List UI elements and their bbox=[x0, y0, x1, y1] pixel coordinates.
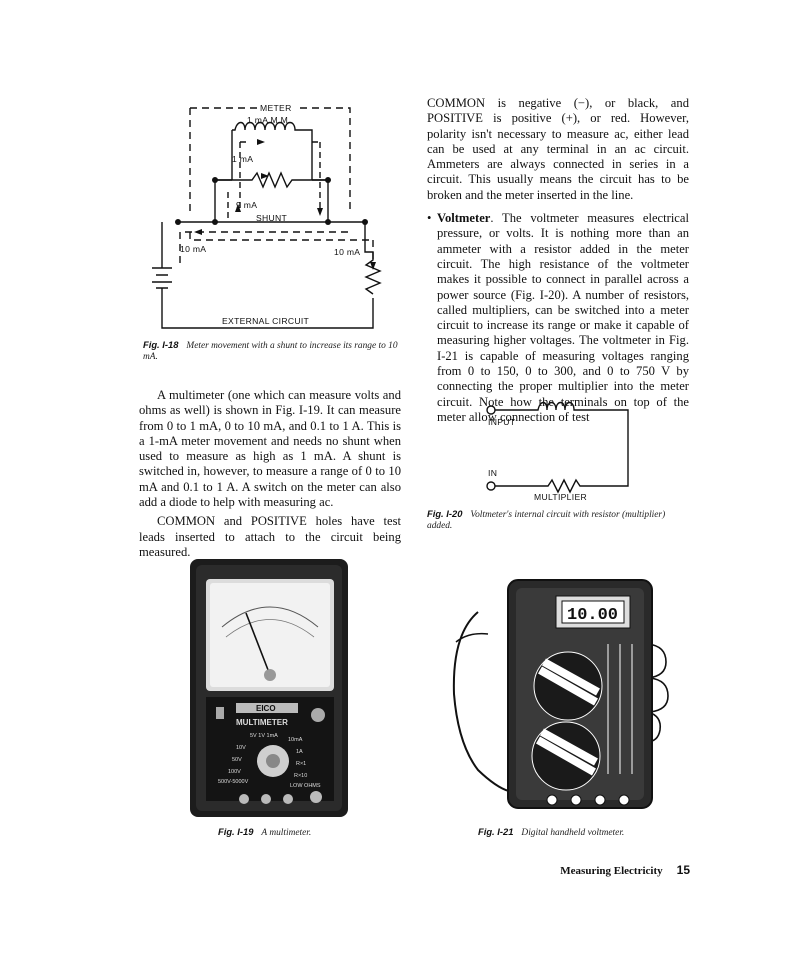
fig-i-20-number: Fig. I-20 bbox=[427, 508, 463, 519]
svg-text:10mA: 10mA bbox=[288, 737, 303, 743]
shunt-label: SHUNT bbox=[256, 213, 288, 223]
one-ma-label: 1 mA bbox=[232, 154, 253, 164]
mm-label: 1 mA M.M bbox=[247, 115, 288, 125]
fig-i-21-caption-text: Digital handheld voltmeter. bbox=[521, 828, 625, 838]
fig-i-19-caption-text: A multimeter. bbox=[261, 828, 312, 838]
svg-text:R×10: R×10 bbox=[294, 773, 307, 779]
right-column-text: COMMON is negative (−), or black, and PO… bbox=[427, 96, 689, 425]
ten-ma-right-label: 10 mA bbox=[334, 247, 360, 257]
display-reading: 10.00 bbox=[567, 606, 618, 625]
page-footer: Measuring Electricity 15 bbox=[560, 861, 690, 879]
svg-text:1A: 1A bbox=[296, 749, 303, 755]
input-label: INPUT bbox=[488, 417, 516, 427]
bullet-dot: • bbox=[427, 211, 432, 226]
in-label: IN bbox=[488, 468, 497, 478]
fig-i-18-diagram: METER 1 mA M.M 1 mA 9 mA SHUNT 10 mA 10 … bbox=[152, 103, 382, 329]
fig-i-20-diagram: INPUT IN MULTIPLIER bbox=[486, 401, 629, 502]
left-paragraph-2: COMMON and POSITIVE holes have test lead… bbox=[139, 514, 401, 559]
left-column-text: A multimeter (one which can measure volt… bbox=[139, 388, 401, 560]
voltmeter-text: . The voltmeter measures electrical pres… bbox=[437, 211, 689, 424]
fig-i-20-caption-text: Voltmeter's internal circuit with resist… bbox=[427, 510, 666, 531]
ten-ma-left-label: 10 mA bbox=[180, 244, 206, 254]
meter-label: METER bbox=[260, 103, 292, 113]
fig-i-19-multimeter-photo: EICO MULTIMETER 5V 1V 1mA 10mA 10V 1A 50… bbox=[188, 557, 350, 820]
fig-i-19-caption: Fig. I-19 A multimeter. bbox=[218, 826, 311, 839]
svg-text:100V: 100V bbox=[228, 769, 241, 775]
svg-text:500V-5000V: 500V-5000V bbox=[218, 779, 249, 785]
svg-text:50V: 50V bbox=[232, 757, 242, 763]
running-title: Measuring Electricity bbox=[560, 865, 663, 877]
eico-brand: EICO bbox=[256, 704, 276, 713]
fig-i-21-voltmeter-drawing: 10.00 bbox=[448, 574, 672, 820]
fig-i-19-number: Fig. I-19 bbox=[218, 826, 254, 837]
fig-i-21-caption: Fig. I-21 Digital handheld voltmeter. bbox=[478, 826, 624, 839]
left-paragraph-1: A multimeter (one which can measure volt… bbox=[139, 388, 401, 510]
right-paragraph-1: COMMON is negative (−), or black, and PO… bbox=[427, 96, 689, 202]
fig-i-21-number: Fig. I-21 bbox=[478, 826, 514, 837]
multimeter-label: MULTIMETER bbox=[236, 718, 288, 727]
multiplier-label: MULTIPLIER bbox=[534, 492, 587, 502]
voltmeter-bullet: • Voltmeter. The voltmeter measures elect… bbox=[427, 211, 689, 425]
voltmeter-term: Voltmeter bbox=[437, 211, 491, 226]
svg-text:LOW OHMS: LOW OHMS bbox=[290, 783, 321, 789]
fig-i-18-number: Fig. I-18 bbox=[143, 339, 179, 350]
svg-text:5V 1V 1mA: 5V 1V 1mA bbox=[250, 733, 278, 739]
svg-text:R×1: R×1 bbox=[296, 761, 306, 767]
page-number: 15 bbox=[676, 863, 690, 877]
external-circuit-label: EXTERNAL CIRCUIT bbox=[222, 316, 310, 326]
nine-ma-label: 9 mA bbox=[236, 200, 257, 210]
fig-i-18-caption-text: Meter movement with a shunt to increase … bbox=[143, 341, 398, 362]
svg-text:10V: 10V bbox=[236, 745, 246, 751]
